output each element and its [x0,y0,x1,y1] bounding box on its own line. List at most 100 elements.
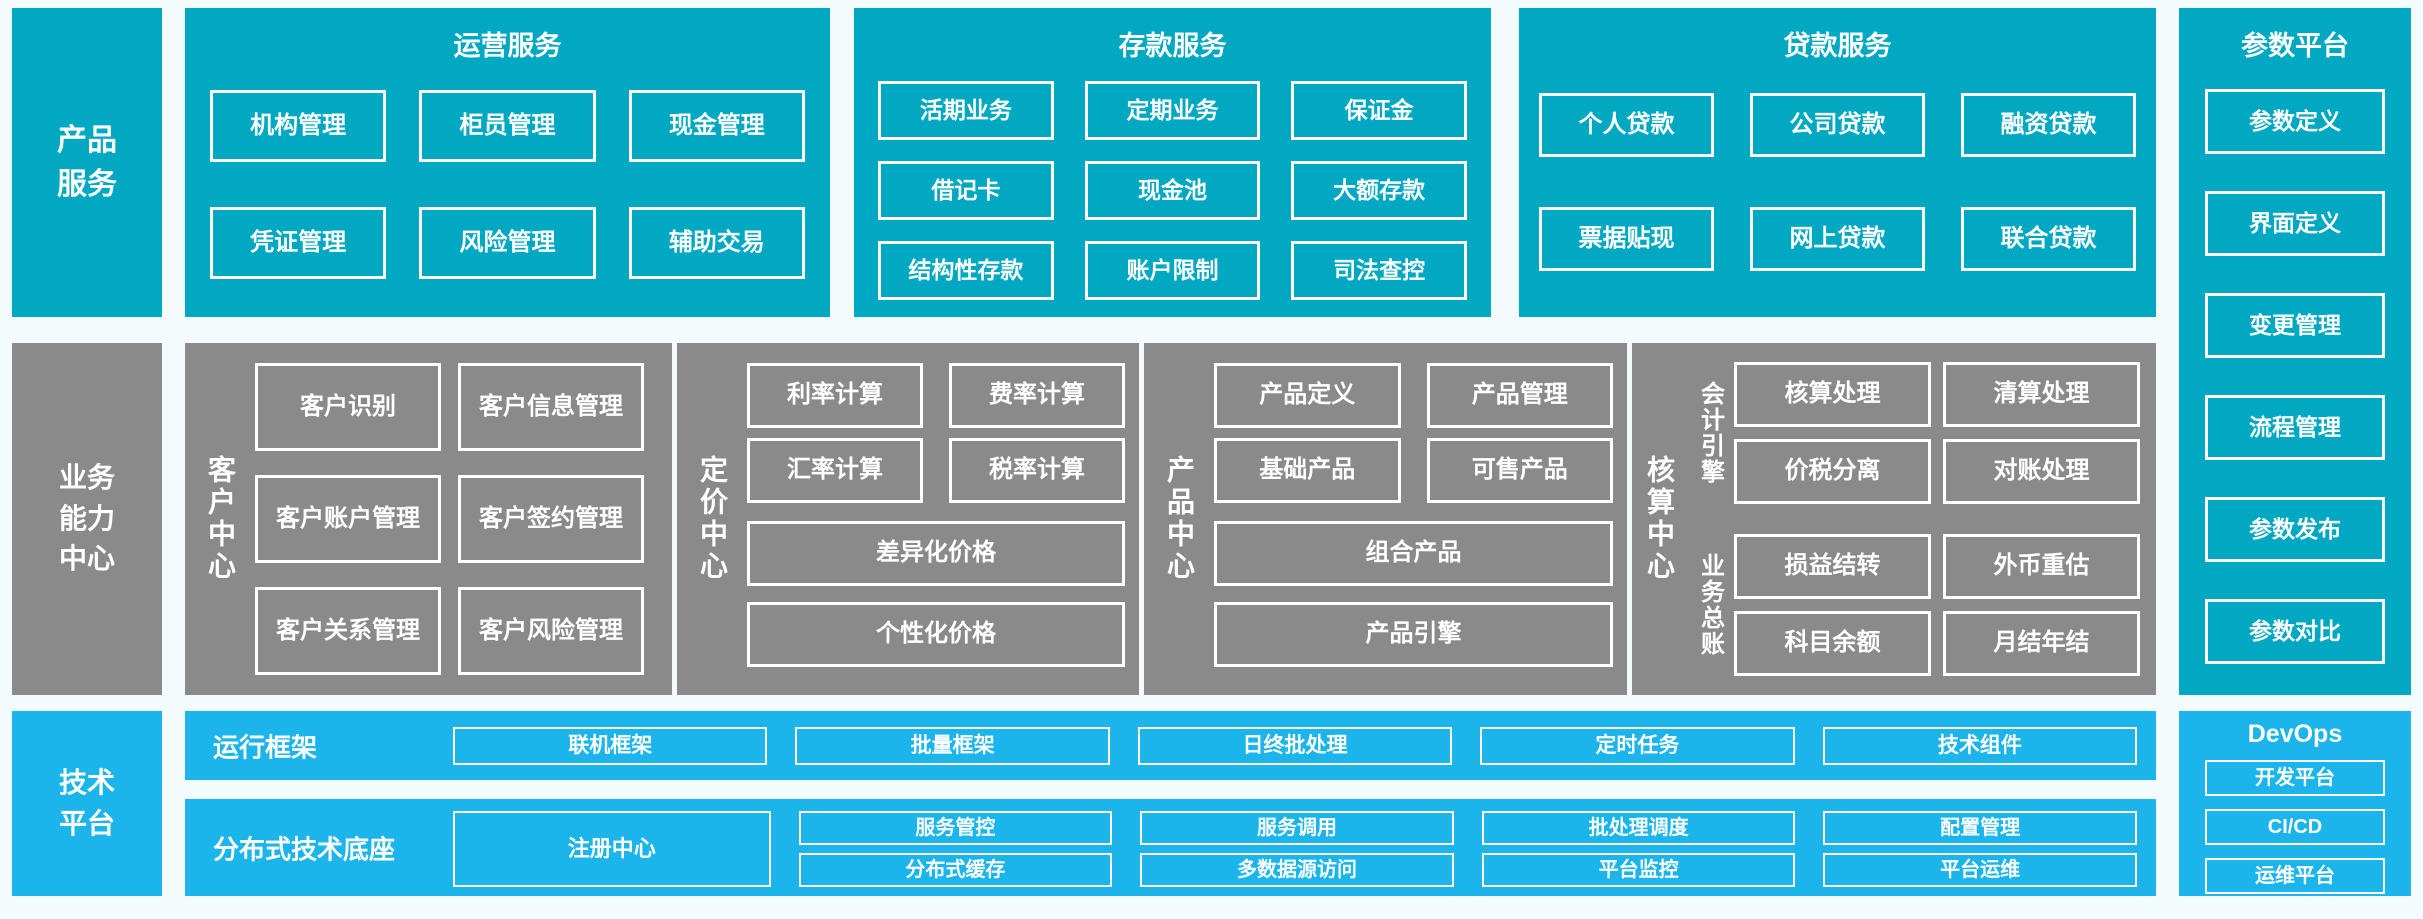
bar-runtime-framework: 运行框架 联机框架 批量框架 日终批处理 定时任务 技术组件 [185,711,2156,780]
distributed-base-label: 分布式技术底座 [213,834,396,864]
pricing-box-wide: 个性化价格 [747,602,1125,667]
deposit-grid: 活期业务 定期业务 保证金 借记卡 现金池 大额存款 结构性存款 账户限制 司法… [878,81,1467,300]
panel-devops: DevOps 开发平台 CI/CD 运维平台 [2179,711,2411,896]
registry-center-box: 注册中心 [453,811,771,887]
loan-box: 票据贴现 [1539,207,1714,271]
operations-box: 凭证管理 [210,207,387,279]
runtime-box: 技术组件 [1822,726,2138,765]
accounting-box: 损益结转 [1734,534,1931,599]
pricing-center-label: 定价中心 [697,455,728,583]
distributed-items: 注册中心 服务管控 分布式缓存 服务调用 多数据源访问 批处理调度 平台监控 配… [453,811,2137,887]
parameter-platform-title: 参数平台 [2241,31,2349,61]
deposit-box: 司法查控 [1291,241,1467,300]
pricing-box: 汇率计算 [747,438,923,503]
distributed-box: 批处理调度 [1481,811,1796,845]
accounting-box: 对账处理 [1943,439,2140,504]
product-box: 可售产品 [1426,438,1613,503]
business-ledger-label: 业务总账 [1696,553,1724,657]
accounting-body: 会计引擎 核算处理 清算处理 价税分离 对账处理 业务总账 损益结转 外币重估 … [1686,355,2140,683]
pricing-box-wide: 差异化价格 [747,521,1125,586]
sidebar-business-capability-center: 业务能力中心 [12,343,162,695]
panel-operations-services: 运营服务 机构管理 柜员管理 现金管理 凭证管理 风险管理 辅助交易 [185,8,830,317]
panel-pricing-center: 定价中心 利率计算 费率计算 汇率计算 税率计算 差异化价格 个性化价格 [677,343,1139,695]
product-box: 产品管理 [1426,363,1613,428]
runtime-framework-label: 运行框架 [213,732,318,762]
pricing-box: 利率计算 [747,363,923,428]
bar-distributed-tech-base: 分布式技术底座 注册中心 服务管控 分布式缓存 服务调用 多数据源访问 批处理调… [185,799,2156,896]
accounting-engine-label: 会计引擎 [1696,381,1724,485]
devops-box: CI/CD [2205,809,2385,845]
product-box: 产品定义 [1214,363,1401,428]
panel-parameter-platform: 参数平台 参数定义 界面定义 变更管理 流程管理 参数发布 参数对比 [2179,8,2411,695]
accounting-center-label: 核算中心 [1644,455,1675,583]
runtime-box: 联机框架 [453,726,768,765]
deposit-box: 现金池 [1084,161,1261,220]
customer-box: 客户信息管理 [458,363,644,451]
deposit-box: 结构性存款 [878,241,1054,300]
parameter-box: 变更管理 [2205,293,2385,358]
pricing-box: 费率计算 [949,363,1125,428]
sidebar-technology-platform: 技术平台 [12,711,162,896]
distributed-box: 服务调用 [1140,811,1454,845]
parameter-platform-list: 参数定义 界面定义 变更管理 流程管理 参数发布 参数对比 [2205,89,2385,664]
deposit-title: 存款服务 [1118,31,1227,61]
operations-box: 现金管理 [628,90,805,162]
devops-box: 运维平台 [2205,858,2385,894]
customer-box: 客户识别 [255,363,441,451]
distributed-box: 分布式缓存 [798,853,1113,887]
deposit-box: 大额存款 [1291,161,1467,220]
accounting-box: 清算处理 [1943,362,2140,427]
deposit-box: 账户限制 [1084,241,1261,300]
parameter-box: 参数定义 [2205,89,2385,154]
accounting-box: 月结年结 [1943,611,2140,676]
operations-grid: 机构管理 柜员管理 现金管理 凭证管理 风险管理 辅助交易 [210,90,805,279]
runtime-box: 日终批处理 [1137,726,1453,765]
panel-loan-services: 贷款服务 个人贷款 公司贷款 融资贷款 票据贴现 网上贷款 联合贷款 [1519,8,2156,317]
parameter-box: 参数对比 [2205,599,2385,664]
operations-box: 柜员管理 [419,90,596,162]
parameter-box: 参数发布 [2205,497,2385,562]
distributed-box: 服务管控 [798,811,1113,845]
distributed-box: 配置管理 [1823,811,2137,845]
accounting-box: 外币重估 [1943,534,2140,599]
loan-title: 贷款服务 [1783,31,1892,61]
product-grid: 产品定义 产品管理 基础产品 可售产品 组合产品 产品引擎 [1214,363,1613,677]
runtime-box: 定时任务 [1480,726,1795,765]
customer-box: 客户风险管理 [458,587,644,675]
distributed-box: 平台运维 [1823,853,2137,887]
panel-accounting-center: 核算中心 会计引擎 核算处理 清算处理 价税分离 对账处理 业务总账 损益结转 … [1632,343,2156,695]
distributed-column: 批处理调度 平台监控 [1481,811,1796,887]
distributed-column: 配置管理 平台运维 [1823,811,2137,887]
runtime-box: 批量框架 [795,726,1110,765]
operations-box: 机构管理 [210,90,387,162]
distributed-box: 平台监控 [1481,853,1796,887]
pricing-grid: 利率计算 费率计算 汇率计算 税率计算 差异化价格 个性化价格 [747,363,1125,677]
panel-deposit-services: 存款服务 活期业务 定期业务 保证金 借记卡 现金池 大额存款 结构性存款 账户… [854,8,1491,317]
operations-title: 运营服务 [453,31,562,61]
parameter-box: 界面定义 [2205,191,2385,256]
loan-box: 公司贷款 [1750,93,1925,157]
accounting-box: 价税分离 [1734,439,1931,504]
accounting-box: 科目余额 [1734,611,1931,676]
loan-box: 网上贷款 [1750,207,1925,271]
distributed-box: 多数据源访问 [1140,853,1454,887]
pricing-box: 税率计算 [949,438,1125,503]
loan-grid: 个人贷款 公司贷款 融资贷款 票据贴现 网上贷款 联合贷款 [1539,93,2136,271]
accounting-box: 核算处理 [1734,362,1931,427]
panel-customer-center: 客户中心 客户识别 客户信息管理 客户账户管理 客户签约管理 客户关系管理 客户… [185,343,672,695]
panel-product-center: 产品中心 产品定义 产品管理 基础产品 可售产品 组合产品 产品引擎 [1144,343,1627,695]
deposit-box: 定期业务 [1084,81,1261,140]
sidebar-product-services: 产品服务 [12,8,162,317]
operations-box: 辅助交易 [628,207,805,279]
customer-box: 客户账户管理 [255,475,441,563]
product-box-wide: 产品引擎 [1214,602,1613,667]
business-ledger-section: 业务总账 损益结转 外币重估 科目余额 月结年结 [1686,534,2140,676]
customer-grid: 客户识别 客户信息管理 客户账户管理 客户签约管理 客户关系管理 客户风险管理 [255,363,644,675]
loan-box: 个人贷款 [1539,93,1714,157]
deposit-box: 活期业务 [878,81,1054,140]
distributed-column: 服务调用 多数据源访问 [1140,811,1454,887]
customer-box: 客户关系管理 [255,587,441,675]
operations-box: 风险管理 [419,207,596,279]
loan-box: 联合贷款 [1961,207,2136,271]
